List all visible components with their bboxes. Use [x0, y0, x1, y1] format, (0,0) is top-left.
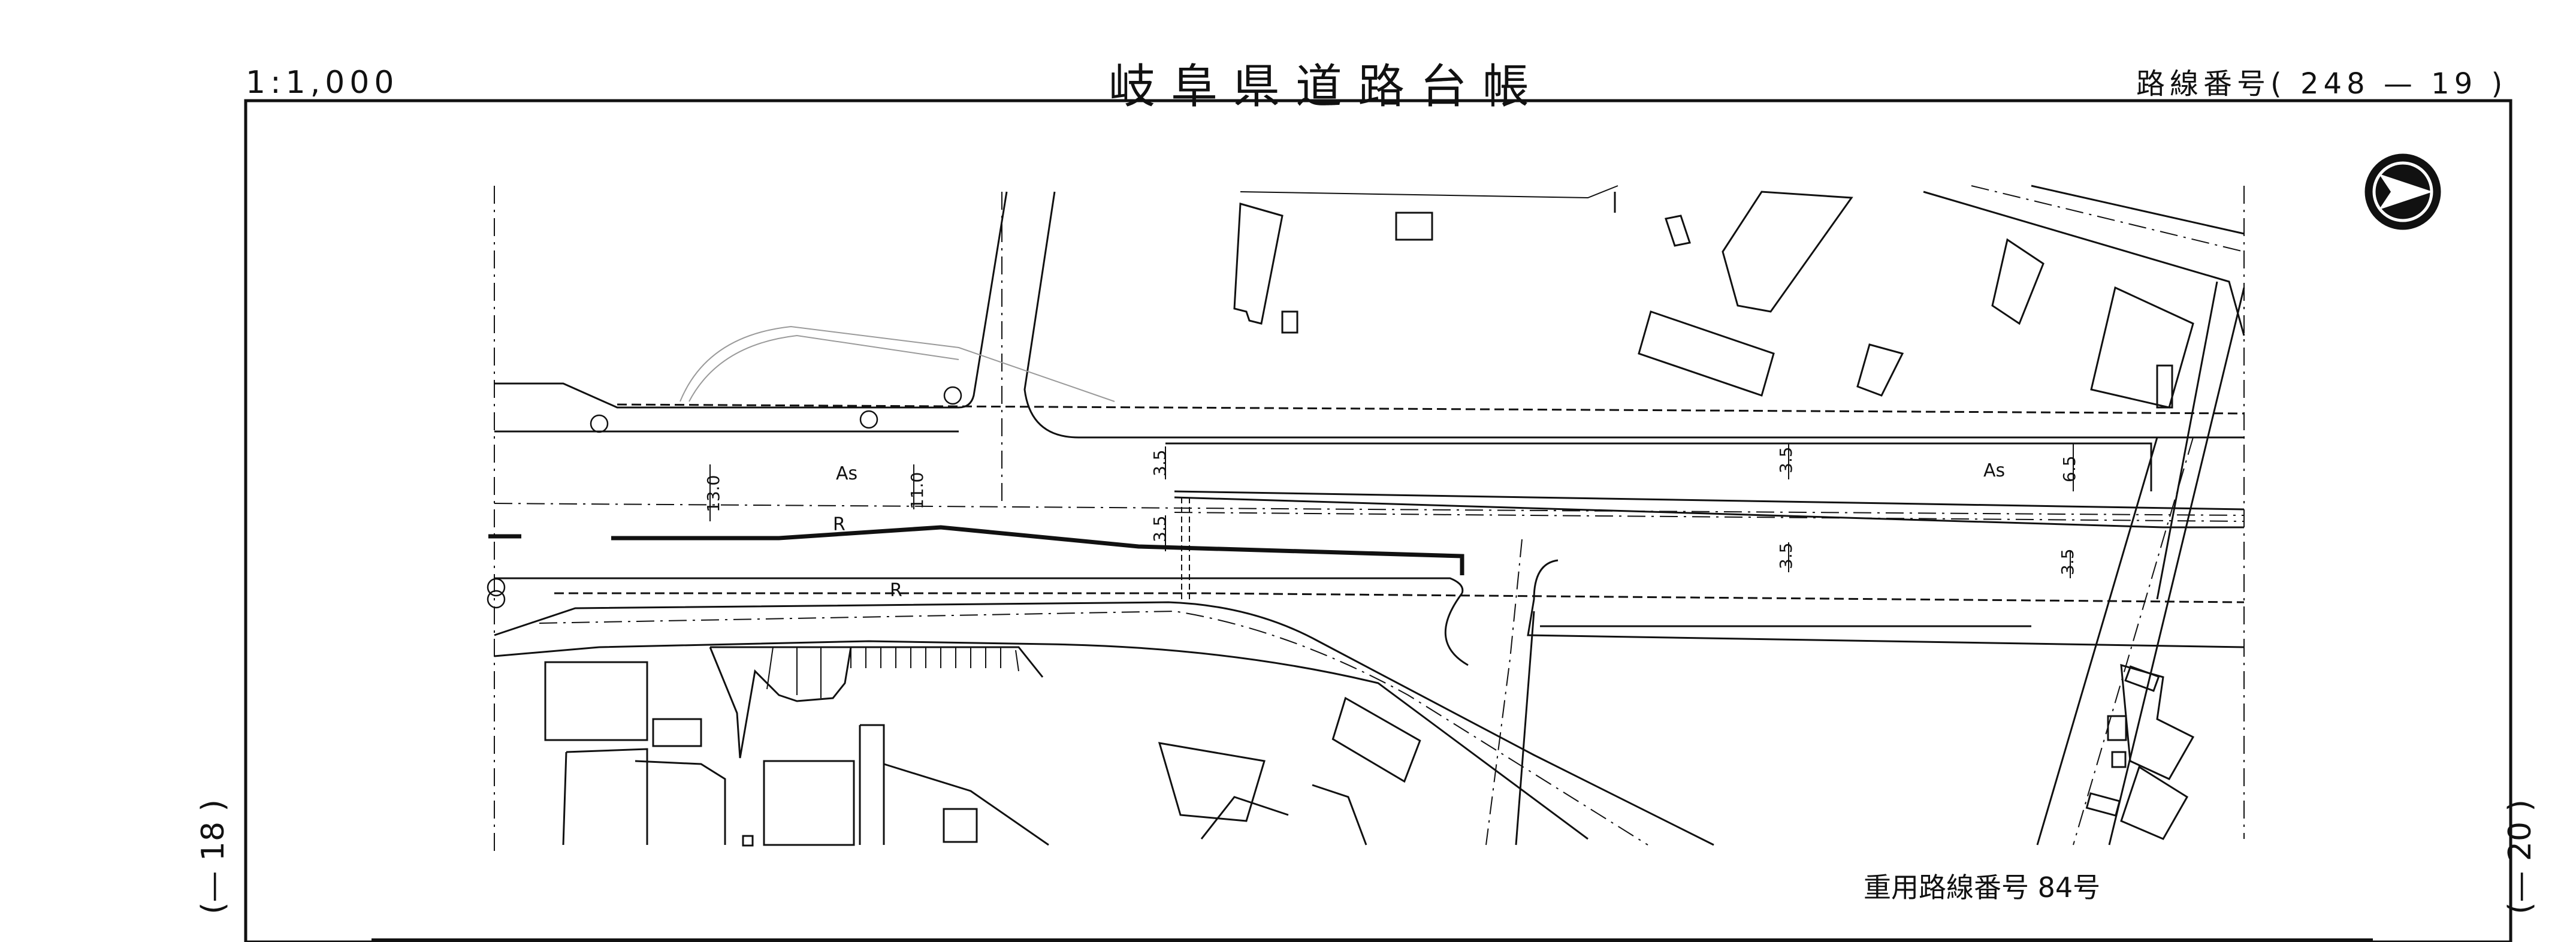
parking-lot	[709, 646, 1044, 759]
label-median-1: R	[833, 514, 845, 535]
building-s10	[1331, 696, 1421, 783]
building-s17	[2111, 751, 2127, 768]
median-curb	[611, 525, 1464, 575]
dimension-lines	[709, 443, 2074, 578]
grey-road-curve	[680, 325, 1115, 402]
road-south-lane-2	[1527, 559, 2245, 648]
ne-road-3	[2031, 185, 2245, 235]
concurrent-route-label: 重用路線番号	[1864, 871, 2029, 904]
building-7	[1991, 238, 2045, 325]
road-north-edge	[494, 191, 1008, 409]
sheet-frame	[244, 99, 2512, 942]
building-s13	[1312, 784, 1367, 846]
side-road-right	[2036, 437, 2158, 846]
building-2	[1395, 212, 1433, 241]
cross-road-south-1	[1485, 539, 1523, 846]
utility-symbols	[487, 386, 962, 609]
building-s6	[742, 835, 754, 847]
ne-road-1	[1923, 191, 2245, 336]
building-8	[2090, 286, 2194, 409]
label-width-35-c: 3.5	[1776, 446, 1796, 473]
label-surface-1: As	[836, 463, 857, 484]
building-5	[1722, 191, 1853, 313]
grey-road-curve-2	[688, 334, 959, 402]
route-number-close: )	[2491, 67, 2508, 101]
median-north	[1165, 442, 2152, 491]
building-s19	[2124, 665, 2160, 692]
route-number-open: (	[2270, 67, 2287, 101]
building-s12	[1200, 796, 1289, 840]
parking-ticks	[766, 647, 1019, 698]
cross-road-south-2	[1515, 611, 1535, 846]
route-number-value: 248 — 19	[2300, 67, 2478, 101]
median-dashdot	[1174, 512, 2245, 522]
north-arrow-icon	[2364, 153, 2441, 230]
building-3	[1281, 310, 1298, 334]
side-road-right-2	[2073, 437, 2194, 846]
building-s1	[544, 661, 648, 741]
symbol-2	[859, 410, 878, 429]
building-6	[1856, 343, 1904, 397]
building-10	[1665, 215, 1691, 247]
road-south-dashed	[554, 592, 2245, 603]
label-surface-2: As	[1983, 460, 2005, 481]
concurrent-route: 重用路線番号 84号	[1864, 866, 2100, 905]
median-edge	[1174, 490, 2245, 511]
symbol-1	[590, 414, 609, 433]
building-s5	[763, 760, 855, 846]
label-width-35-e: 3.5	[2058, 548, 2077, 575]
building-s16	[2107, 715, 2127, 741]
turnaround	[1444, 593, 1469, 666]
symbol-5	[487, 590, 506, 609]
road-south-edge-2	[494, 640, 1589, 840]
building-9	[2156, 364, 2173, 409]
road-north-edge-2	[1023, 191, 2244, 439]
concurrent-route-value: 84号	[2037, 871, 2101, 904]
road-north-dashed	[617, 403, 2245, 415]
label-width-65: 6.5	[2059, 455, 2079, 482]
label-width-11: 11.0	[907, 472, 927, 509]
road-centre	[494, 503, 2245, 516]
building-s9	[943, 808, 978, 843]
symbol-4	[487, 578, 506, 597]
property-nw	[1240, 185, 1618, 199]
building-1	[1233, 203, 1284, 325]
label-width-35-a: 3.5	[1150, 449, 1170, 476]
building-s11	[1158, 742, 1266, 822]
road-south-lane	[494, 577, 1464, 594]
building-s18	[2085, 792, 2121, 817]
road-south-dashdot	[539, 610, 1648, 846]
label-width-35-b: 3.5	[1150, 515, 1170, 542]
ne-road-4	[2156, 281, 2218, 600]
building-s3	[562, 748, 648, 846]
route-number-label: 路線番号	[2136, 67, 2271, 101]
side-road-right-3	[2108, 287, 2245, 846]
building-s4	[635, 760, 726, 845]
median-inner	[1174, 496, 2244, 529]
building-s15	[2120, 765, 2189, 840]
label-width-35-d: 3.5	[1776, 542, 1796, 569]
page-title: 岐阜県道路台帳	[1109, 60, 1545, 114]
building-s7	[859, 724, 885, 845]
symbol-3	[943, 386, 962, 405]
label-width-13: 13.0	[703, 475, 723, 512]
ne-road-2	[1971, 185, 2245, 252]
building-4	[1638, 310, 1775, 397]
route-number: 路線番号( 248 — 19 )	[2136, 60, 2507, 102]
label-median-2: R	[890, 580, 902, 601]
map-scale: 1:1,000	[246, 65, 399, 101]
road-south-edge	[494, 601, 1714, 846]
building-s2	[652, 718, 702, 747]
building-s8	[883, 763, 1049, 846]
building-s14	[2120, 663, 2195, 780]
